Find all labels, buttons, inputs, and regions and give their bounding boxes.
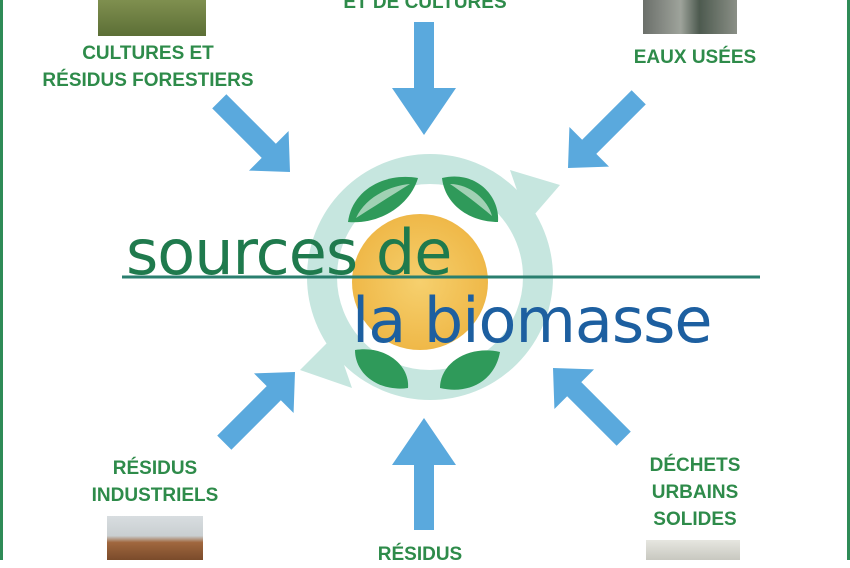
label-top-center: ET DE CULTURES	[300, 0, 550, 16]
label-top-left-line-2: RÉSIDUS FORESTIERS	[42, 70, 254, 91]
arrow-bottom-left	[217, 372, 295, 450]
label-bottom-right-line-3: SOLIDES	[653, 509, 737, 530]
label-bottom-left-line-2: INDUSTRIELS	[91, 485, 219, 506]
label-top-left: CULTURES ET RÉSIDUS FORESTIERS	[18, 40, 278, 94]
forest-photo	[98, 0, 206, 36]
label-bottom-center: RÉSIDUS	[345, 541, 495, 568]
label-top-right: EAUX USÉES	[600, 44, 790, 71]
label-bottom-right-line-1: DÉCHETS	[649, 455, 741, 476]
arrow-top-left	[212, 94, 290, 172]
urban-waste-photo	[646, 540, 740, 560]
label-top-center-line: ET DE CULTURES	[343, 0, 507, 13]
arrow-top-center	[392, 22, 456, 135]
label-bottom-right-line-2: URBAINS	[651, 482, 739, 503]
arrow-bottom-center	[392, 418, 456, 530]
inward-arrows	[212, 22, 646, 530]
label-top-right-line: EAUX USÉES	[633, 47, 757, 68]
sun-icon	[352, 214, 488, 350]
label-bottom-center-line: RÉSIDUS	[377, 544, 463, 565]
label-bottom-right: DÉCHETS URBAINS SOLIDES	[620, 452, 770, 533]
title-line-1: sources de	[126, 216, 452, 289]
title-line-2: la biomasse	[352, 284, 713, 357]
label-bottom-left-line-1: RÉSIDUS	[112, 458, 198, 479]
industrial-photo	[107, 516, 203, 560]
label-bottom-left: RÉSIDUS INDUSTRIELS	[60, 455, 250, 509]
wastewater-photo	[643, 0, 737, 34]
arrow-bottom-right	[553, 368, 631, 446]
label-top-left-line-1: CULTURES ET	[82, 43, 214, 64]
arrow-top-right	[568, 90, 646, 168]
